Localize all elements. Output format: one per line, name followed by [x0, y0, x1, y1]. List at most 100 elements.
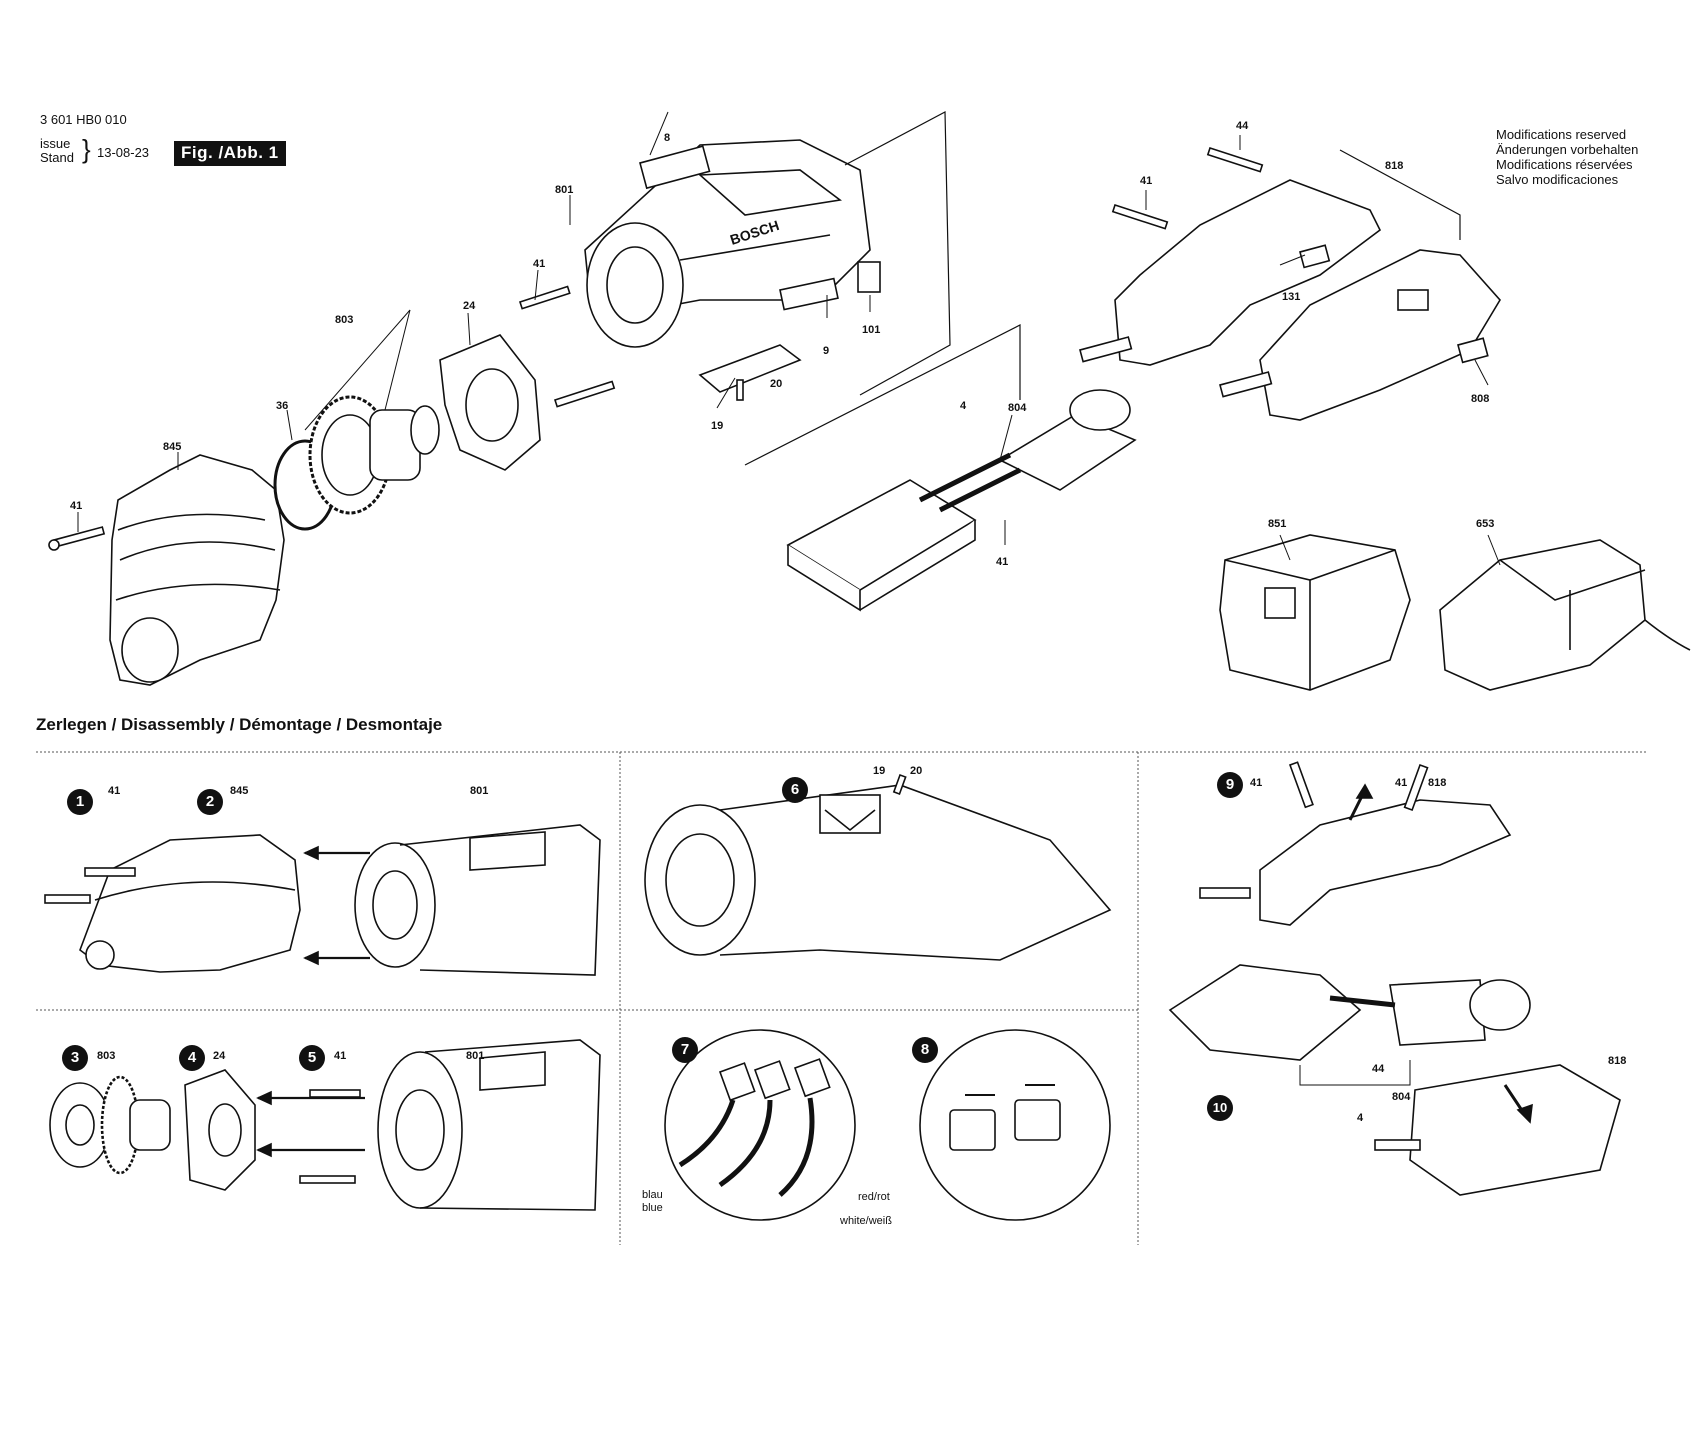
part-label-131: 131 [1282, 291, 1301, 303]
issue-brace: } [82, 134, 91, 164]
part-number: 3 601 HB0 010 [40, 112, 127, 127]
part-label-9: 9 [823, 345, 830, 357]
panel-1-2-drawing [44, 824, 601, 976]
step-6-marker [782, 777, 808, 803]
wire-label-white: white/weiß [840, 1215, 892, 1227]
part-label-851: 851 [1268, 518, 1287, 530]
step2-part-845: 845 [230, 785, 249, 797]
step5-part-41: 41 [334, 1050, 347, 1062]
panel-10-drawing [1168, 964, 1621, 1196]
label-131-drawing [1299, 244, 1331, 269]
wire-label-blue-en: blue [642, 1202, 663, 1214]
step-2-marker [197, 789, 223, 815]
part-label-101: 101 [862, 324, 881, 336]
modification-line-de: Änderungen vorbehalten [1496, 142, 1639, 157]
part-label-818: 818 [1385, 160, 1404, 172]
step-9-number: 9 [1225, 776, 1235, 793]
panel-7-drawing [664, 1029, 856, 1221]
step-10-marker [1207, 1095, 1233, 1121]
modifications-notice: Modifications reserved Änderungen vorbeh… [1496, 127, 1638, 187]
part-label-4: 4 [960, 400, 967, 412]
step4-part-24: 24 [213, 1050, 226, 1062]
step9-part-41-a: 41 [1250, 777, 1263, 789]
electronics-assembly-4-drawing [786, 389, 1137, 612]
part-label-845: 845 [163, 441, 182, 453]
step5-part-801: 801 [466, 1050, 485, 1062]
disassembly-title: Zerlegen / Disassembly / Démontage / Des… [36, 715, 443, 734]
label-8-drawing [639, 145, 711, 190]
step6-part-19: 19 [873, 765, 886, 777]
part-label-36: 36 [276, 400, 289, 412]
part-label-19: 19 [711, 420, 724, 432]
stand-label: Stand [40, 150, 74, 165]
part-label-804: 804 [1008, 402, 1027, 414]
step9-part-818: 818 [1428, 777, 1447, 789]
step-3-marker [62, 1045, 88, 1071]
part-label-41-c: 41 [70, 500, 83, 512]
step3-part-803: 803 [97, 1050, 116, 1062]
screw-41-top-a-drawing [1206, 146, 1264, 173]
modification-line-fr: Modifications réservées [1496, 157, 1633, 172]
label-101-drawing [857, 261, 881, 293]
screw-41-lower-drawing [553, 380, 616, 408]
step1-part-41: 41 [108, 785, 121, 797]
step10-part-818: 818 [1608, 1055, 1627, 1067]
part-label-808: 808 [1471, 393, 1490, 405]
modification-line-es: Salvo modificaciones [1496, 172, 1619, 187]
step10-part-804: 804 [1392, 1091, 1411, 1103]
motor-housing-801-drawing: BOSCH [584, 139, 871, 348]
label-9-drawing [779, 277, 839, 311]
disassembly-diagram [36, 751, 1648, 1245]
bracket-801-line [844, 111, 951, 396]
panel-8-drawing [919, 1029, 1111, 1221]
screw-41-upper-drawing [518, 285, 571, 310]
step10-part-4: 4 [1357, 1112, 1364, 1124]
panel-3-5-drawing [49, 1039, 601, 1211]
step-8-number: 8 [920, 1041, 930, 1058]
part-label-803: 803 [335, 314, 354, 326]
step-2-number: 2 [205, 793, 215, 810]
step-9-marker [1217, 772, 1243, 798]
exploded-view-diagram: BOSCH [48, 111, 1691, 691]
step-6-number: 6 [790, 781, 800, 798]
step10-part-44: 44 [1372, 1063, 1385, 1075]
panel-9-drawing [1199, 761, 1512, 926]
step-10-number: 10 [1212, 1100, 1228, 1115]
gear-803-drawing [308, 395, 440, 515]
housing-half-818-left-drawing [1079, 179, 1382, 366]
step-8-marker [912, 1037, 938, 1063]
part-label-44: 41 [996, 556, 1009, 568]
figure-label: Fig. /Abb. 1 [174, 141, 286, 166]
step-4-number: 4 [187, 1049, 197, 1066]
screw-20-drawing [736, 379, 744, 401]
label-808-drawing [1457, 337, 1489, 364]
part-label-41-d: 41 [1140, 175, 1153, 187]
panel-grid [36, 751, 1648, 1245]
step-7-marker [672, 1037, 698, 1063]
part-label-41-a: 41 [533, 258, 546, 270]
issue-date: 13-08-23 [97, 145, 150, 160]
part-label-653: 653 [1476, 518, 1495, 530]
part-label-8: 8 [664, 132, 671, 144]
step-7-number: 7 [680, 1041, 690, 1058]
part-label-801: 801 [555, 184, 574, 196]
wire-label-red: red/rot [858, 1191, 890, 1203]
panel-6-drawing [644, 773, 1112, 961]
part-label-20: 20 [770, 378, 783, 390]
step2-part-801: 801 [470, 785, 489, 797]
housing-half-818-right-drawing [1219, 249, 1501, 421]
step-markers [62, 772, 1243, 1121]
step6-part-20: 20 [910, 765, 923, 777]
bracket-4-line [744, 324, 1021, 466]
bracket-818-line [1339, 149, 1461, 240]
issue-label: issue [40, 136, 71, 151]
step-3-number: 3 [70, 1049, 80, 1066]
part-label-41-b: 44 [1236, 120, 1249, 132]
step-5-marker [299, 1045, 325, 1071]
battery-851-drawing [1219, 534, 1411, 691]
step-5-number: 5 [307, 1049, 317, 1066]
plate-19-drawing [698, 344, 802, 393]
step-1-number: 1 [75, 793, 85, 810]
modification-line-en: Modifications reserved [1496, 127, 1627, 142]
screw-41-top-b-drawing [1111, 203, 1169, 230]
